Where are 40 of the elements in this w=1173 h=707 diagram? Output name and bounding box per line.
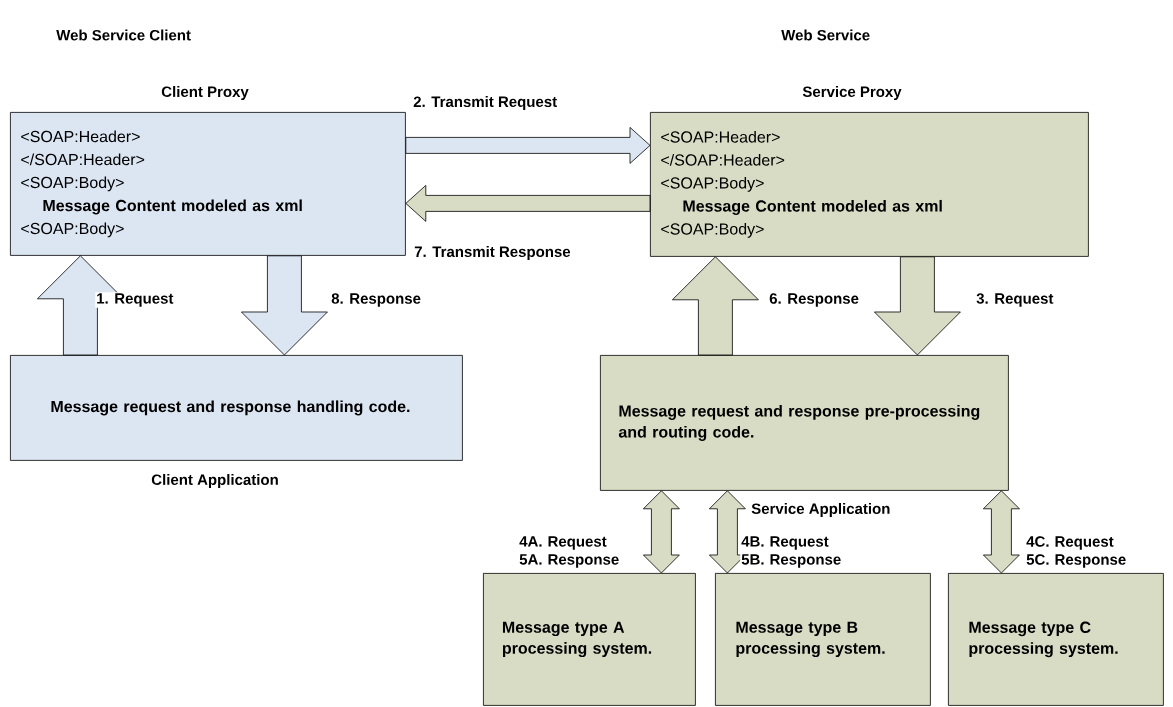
edge-label: 4A. Request 5A. Response — [518, 535, 629, 569]
processing-system-box: Message type C processing system. — [948, 573, 1164, 706]
block-arrow — [643, 490, 680, 574]
edge-label: 4C. Request 5C. Response — [1025, 535, 1136, 569]
node-label: <SOAP:Header> — [21, 130, 140, 143]
edge-label: 7. Transmit Response — [413, 245, 572, 261]
node-label: <SOAP:Body> — [21, 176, 124, 192]
edge-label: 3. Request — [975, 292, 1055, 308]
box-caption: Service Application — [751, 503, 890, 517]
code-box: Message request and response pre-processing and routing code. — [600, 355, 1009, 491]
node-label: </SOAP:Header> — [661, 153, 785, 166]
node-label: <SOAP:Body> — [661, 176, 764, 192]
edge-label: 8. Response — [330, 292, 422, 308]
section-heading: Web Service — [781, 29, 870, 41]
block-arrow — [672, 256, 759, 356]
node-label: Message Content modeled as xml — [683, 199, 942, 215]
box-heading: Client Proxy — [161, 86, 249, 100]
box-caption: Client Application — [151, 474, 278, 488]
block-arrow — [983, 490, 1020, 574]
code-box: Message request and response handling code. — [10, 355, 463, 461]
edge-label: 2. Transmit Request — [412, 95, 559, 111]
block-arrow — [405, 127, 651, 164]
block-arrow — [405, 185, 651, 222]
box-heading: Service Proxy — [802, 86, 902, 100]
block-arrow — [709, 490, 746, 574]
node-label: Message Content modeled as xml — [43, 199, 302, 215]
processing-system-box: Message type B processing system. — [715, 573, 931, 706]
processing-system-box: Message type A processing system. — [483, 573, 696, 706]
node-label: </SOAP:Header> — [21, 153, 145, 166]
node-label: <SOAP:Body> — [661, 222, 764, 238]
block-arrow — [241, 255, 328, 356]
node-label: <SOAP:Body> — [21, 222, 124, 238]
node-label: <SOAP:Header> — [661, 130, 780, 143]
edge-label: 4B. Request 5B. Response — [740, 535, 851, 569]
edge-label: 6. Response — [768, 292, 860, 308]
edge-label: 1. Request — [95, 292, 175, 308]
proxy-box: <SOAP:Header> </SOAP:Header> <SOAP:Body> Message Content modeled as xml <SOAP:Body> — [10, 112, 406, 256]
section-heading: Web Service Client — [56, 29, 191, 41]
proxy-box: <SOAP:Header> </SOAP:Header> <SOAP:Body> Message Content modeled as xml <SOAP:Body> — [650, 112, 1089, 257]
block-arrow — [874, 256, 961, 356]
